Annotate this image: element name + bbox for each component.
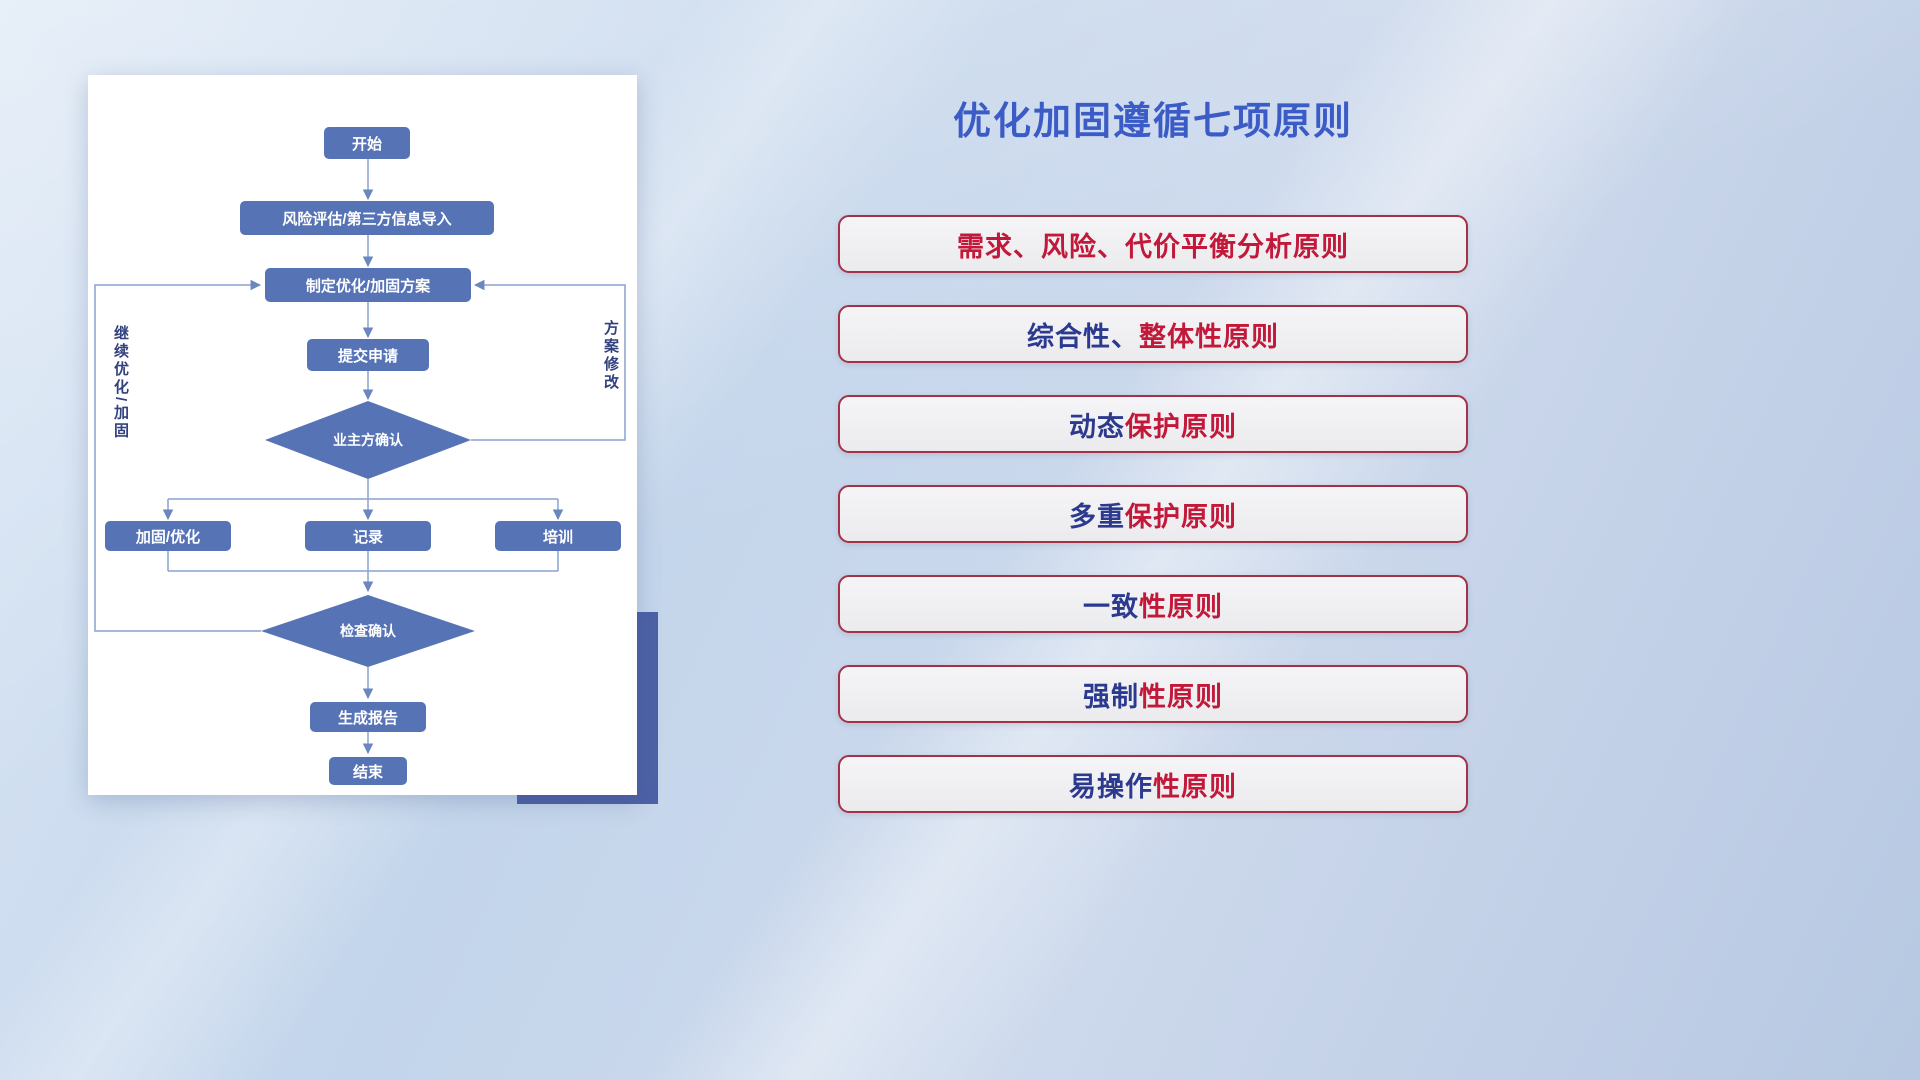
principle-box-2: 综合性、整体性原则 <box>838 305 1468 363</box>
flow-node-submit: 提交申请 <box>307 339 429 371</box>
principle-box-3: 动态保护原则 <box>838 395 1468 453</box>
flow-connectors <box>94 159 626 755</box>
loop-label-continue: 继续优化/加固 <box>112 325 129 441</box>
principle-box-5: 一致性原则 <box>838 575 1468 633</box>
principle-box-6: 强制性原则 <box>838 665 1468 723</box>
flow-node-end: 结束 <box>329 757 407 785</box>
principles-panel: 优化加固遵循七项原则 需求、风险、代价平衡分析原则 综合性、整体性原则 动态保护… <box>838 90 1468 845</box>
page-title: 优化加固遵循七项原则 <box>952 101 1353 143</box>
flow-node-reinforce: 加固/优化 <box>105 521 231 551</box>
loop-label-plan-revise: 方案修改 <box>602 320 619 392</box>
principle-text-2: 综合性、整体性原则 <box>1027 321 1279 352</box>
flow-node-report: 生成报告 <box>310 702 426 732</box>
principle-box-7: 易操作性原则 <box>838 755 1468 813</box>
principle-text-1: 需求、风险、代价平衡分析原则 <box>957 231 1349 262</box>
principle-text-3: 动态保护原则 <box>1069 411 1237 442</box>
flow-node-make-plan: 制定优化/加固方案 <box>265 268 471 302</box>
flow-node-training: 培训 <box>495 521 621 551</box>
flowchart-card: 开始 风险评估/第三方信息导入 制定优化/加固方案 提交申请 业主方确认 加固/… <box>88 75 637 795</box>
principle-text-6: 强制性原则 <box>1083 681 1223 712</box>
flow-node-risk-import: 风险评估/第三方信息导入 <box>240 201 494 235</box>
flow-node-start: 开始 <box>324 127 410 159</box>
principle-text-7: 易操作性原则 <box>1069 771 1237 802</box>
principle-box-4: 多重保护原则 <box>838 485 1468 543</box>
flow-node-record: 记录 <box>305 521 431 551</box>
principle-text-5: 一致性原则 <box>1083 591 1223 622</box>
principle-box-1: 需求、风险、代价平衡分析原则 <box>838 215 1468 273</box>
principle-text-4: 多重保护原则 <box>1069 501 1237 532</box>
